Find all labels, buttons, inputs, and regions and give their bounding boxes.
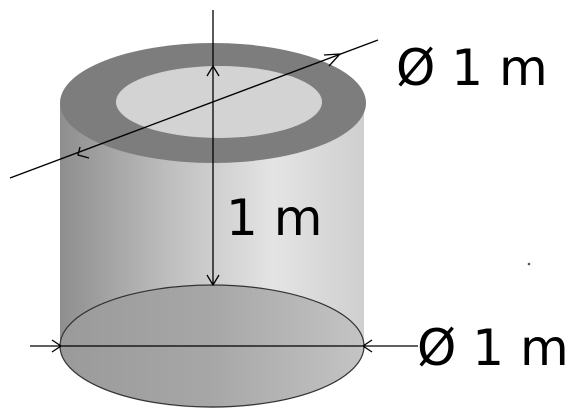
top-diameter-label: Ø 1 m bbox=[396, 39, 548, 97]
top-diameter-arrow-right bbox=[323, 53, 342, 67]
bottom-diameter-arrow-right bbox=[361, 339, 373, 353]
top-diameter-arrow-left bbox=[77, 146, 90, 159]
bottom-diameter-label: Ø 1 m bbox=[417, 319, 569, 377]
height-arrow-bottom bbox=[206, 274, 220, 287]
cylinder-opening bbox=[116, 66, 322, 138]
height-arrow-top bbox=[206, 64, 220, 77]
bottom-diameter-arrow-left bbox=[51, 339, 63, 353]
top-diameter-line bbox=[9, 39, 379, 179]
height-label: 1 m bbox=[226, 189, 322, 247]
stray-dot bbox=[527, 262, 531, 266]
